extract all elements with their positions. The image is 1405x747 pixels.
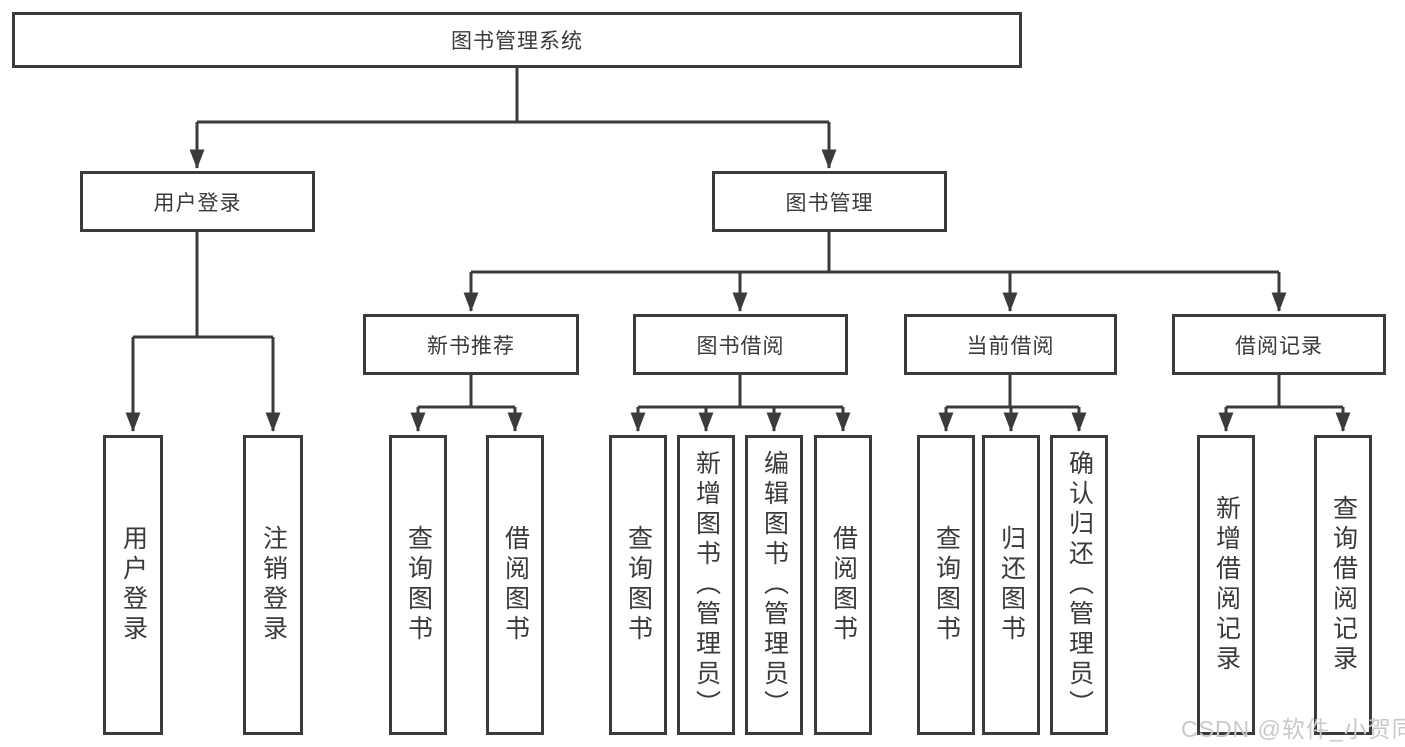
leaf-query-books-1: 查询图书 [389,435,447,735]
connector-user-login-to-leaves [125,232,281,432]
csdn-watermark: CSDN @软件_小贺同学 [1181,716,1405,742]
connector-root-to-level2 [189,68,837,169]
node-new-book-recommend: 新书推荐 [363,314,579,375]
leaf-logout: 注销登录 [243,435,303,735]
connector-book-borrow-to-leaves [630,375,851,432]
connector-current-borrow-to-leaves [938,375,1087,432]
connector-book-management-to-level3 [463,232,1287,312]
node-user-login: 用户登录 [80,171,315,232]
node-book-borrow: 图书借阅 [633,314,848,375]
leaf-query-borrow-record: 查询借阅记录 [1314,435,1372,735]
node-root-system: 图书管理系统 [12,12,1022,68]
leaf-user-login: 用户登录 [103,435,163,735]
leaf-borrow-books-1: 借阅图书 [486,435,544,735]
leaf-edit-books-admin: 编辑图书（管理员） [745,435,803,735]
leaf-confirm-return-admin: 确认归还（管理员） [1050,435,1108,735]
leaf-return-books: 归还图书 [982,435,1040,735]
node-book-management: 图书管理 [712,171,947,232]
leaf-query-books-2: 查询图书 [609,435,667,735]
leaf-borrow-books-2: 借阅图书 [814,435,872,735]
node-current-borrow: 当前借阅 [904,314,1117,375]
connector-borrow-records-to-leaves [1218,375,1351,432]
connector-new-book-recommend-to-leaves [410,375,523,432]
leaf-query-books-3: 查询图书 [917,435,975,735]
leaf-add-books-admin: 新增图书（管理员） [677,435,735,735]
leaf-add-borrow-record: 新增借阅记录 [1197,435,1255,735]
node-borrow-records: 借阅记录 [1172,314,1386,375]
